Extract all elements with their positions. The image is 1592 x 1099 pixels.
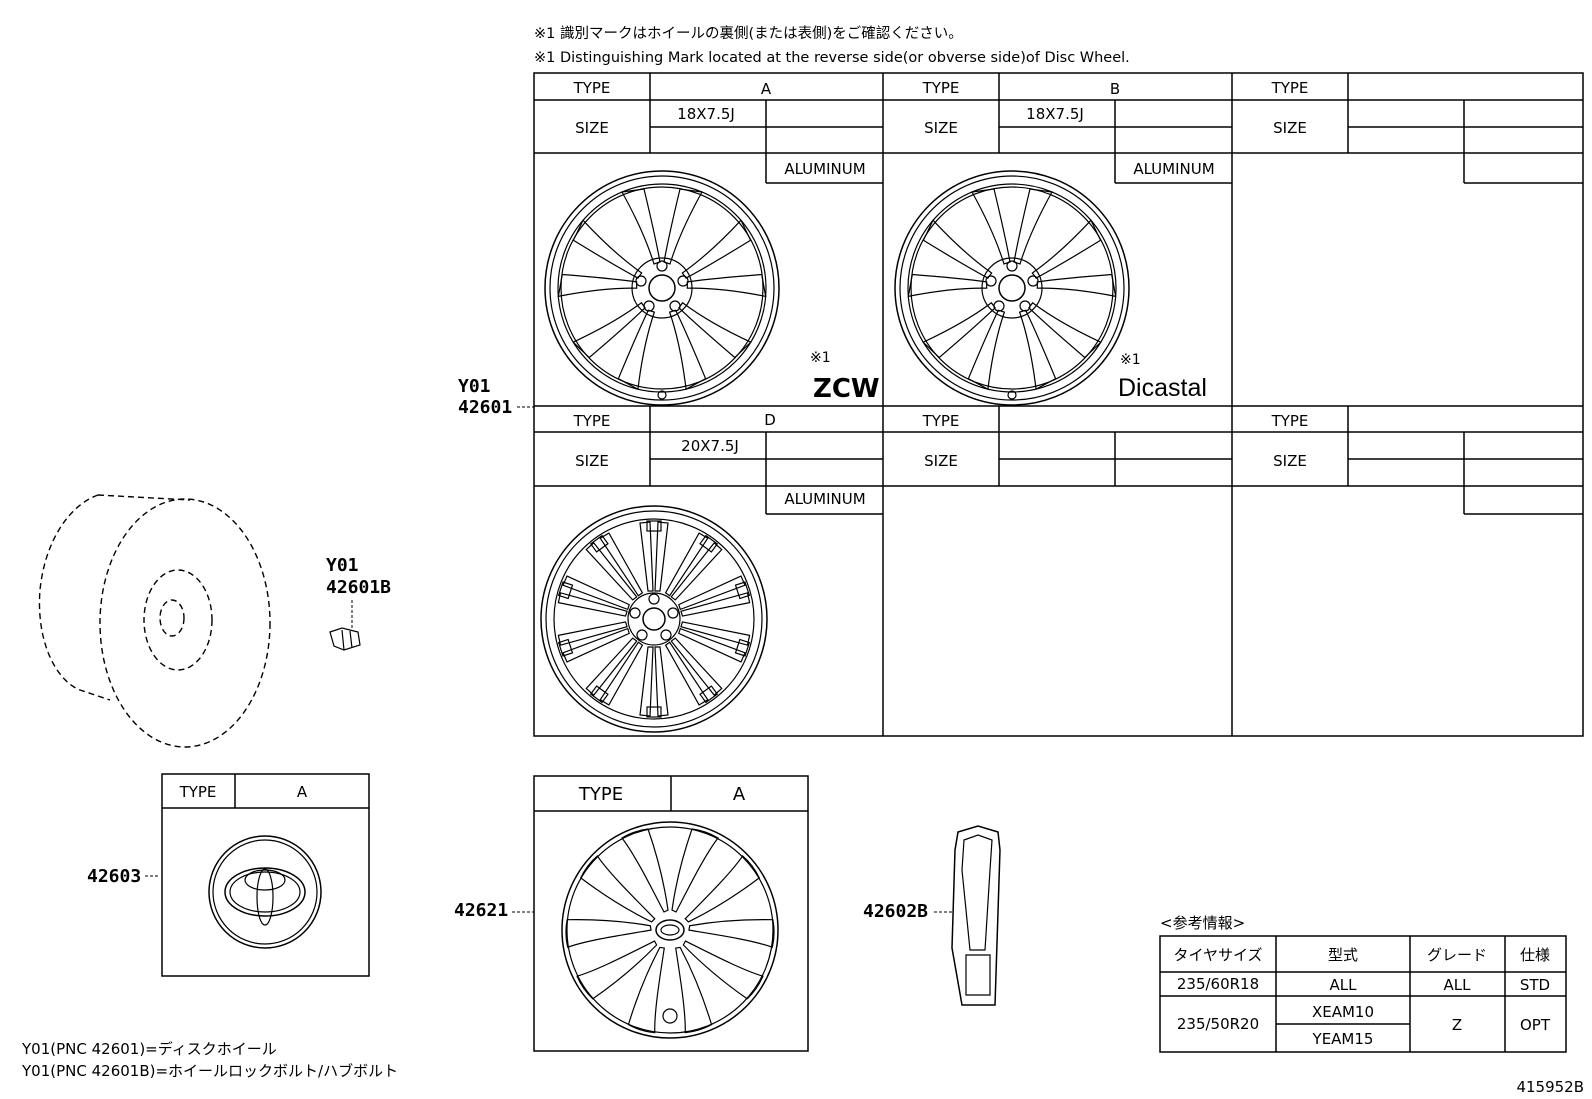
- balance-weight-icon: [951, 825, 1001, 1006]
- legend-line-1: Y01(PNC 42601)=ディスクホイール: [21, 1040, 277, 1058]
- ref-row2-model-2: YEAM15: [1312, 1030, 1374, 1048]
- ref-row1-model: ALL: [1330, 976, 1358, 994]
- callout-bolt-pnc: 42601B: [326, 577, 391, 598]
- type-label: TYPE: [922, 412, 960, 430]
- size-value-a: 18X7.5J: [677, 105, 735, 123]
- callout-ornament: 42603: [87, 866, 141, 887]
- type-value-b: B: [1110, 80, 1120, 98]
- callout-cap: 42621: [454, 900, 508, 921]
- size-label: SIZE: [575, 452, 609, 470]
- ref-header-grade: グレード: [1427, 946, 1487, 964]
- asterisk-b: ※1: [1120, 352, 1141, 368]
- ref-row1-tire: 235/60R18: [1177, 975, 1259, 993]
- size-label: SIZE: [924, 452, 958, 470]
- mark-dicastal: Dicastal: [1118, 374, 1207, 402]
- size-label: SIZE: [1273, 452, 1307, 470]
- reference-table: [1159, 935, 1567, 1053]
- wheel-d-drawing: [540, 505, 768, 733]
- callout-bolt-y01: Y01: [326, 555, 359, 576]
- material-b: ALUMINUM: [1133, 160, 1214, 178]
- cap-box: [533, 775, 809, 1052]
- callout-weight: 42602B: [863, 901, 928, 922]
- toyota-logo-icon: [208, 835, 322, 949]
- ref-row2-grade: Z: [1452, 1016, 1462, 1034]
- callout-wheel-y01: Y01: [458, 376, 491, 397]
- type-value-a: A: [761, 80, 772, 98]
- tire-drawing: [38, 494, 271, 748]
- type-label: TYPE: [1271, 412, 1309, 430]
- reference-title: <参考情報>: [1160, 914, 1245, 932]
- note-en: ※1 Distinguishing Mark located at the re…: [534, 50, 1130, 66]
- ornament-box: [161, 773, 370, 977]
- asterisk-a: ※1: [810, 350, 831, 366]
- ref-row1-grade: ALL: [1444, 976, 1472, 994]
- wheel-a-drawing: [544, 170, 780, 406]
- type-value-d: D: [764, 411, 776, 429]
- size-label: SIZE: [575, 119, 609, 137]
- size-value-b: 18X7.5J: [1026, 105, 1084, 123]
- type-label: TYPE: [922, 79, 960, 97]
- size-label: SIZE: [924, 119, 958, 137]
- material-d: ALUMINUM: [784, 490, 865, 508]
- material-a: ALUMINUM: [784, 160, 865, 178]
- wheel-b-drawing: [894, 170, 1130, 406]
- ref-row2-tire: 235/50R20: [1177, 1015, 1259, 1033]
- ref-header-spec: 仕様: [1520, 946, 1550, 964]
- type-label: TYPE: [573, 79, 611, 97]
- diagram-id: 415952B: [1516, 1078, 1584, 1096]
- legend-line-2: Y01(PNC 42601B)=ホイールロックボルト/ハブボルト: [21, 1062, 398, 1080]
- size-value-d: 20X7.5J: [681, 437, 739, 455]
- ornament-type-label: TYPE: [179, 783, 217, 801]
- ref-row2-spec: OPT: [1520, 1016, 1551, 1034]
- note-jp: ※1 識別マークはホイールの裏側(または表側)をご確認ください。: [534, 24, 963, 42]
- type-label: TYPE: [573, 412, 611, 430]
- lock-bolt-icon: [329, 600, 361, 651]
- wheel-table: [533, 72, 1584, 737]
- ref-header-model: 型式: [1328, 946, 1358, 964]
- ref-header-tire: タイヤサイズ: [1173, 946, 1262, 964]
- cap-type-value: A: [733, 784, 746, 805]
- type-label: TYPE: [1271, 79, 1309, 97]
- mark-zcw: ZCW: [813, 374, 880, 404]
- cap-type-label: TYPE: [578, 784, 623, 805]
- ref-row2-model-1: XEAM10: [1312, 1003, 1374, 1021]
- wheel-cap-drawing: [558, 821, 782, 1041]
- ornament-type-value: A: [297, 783, 308, 801]
- ref-row1-spec: STD: [1520, 976, 1550, 994]
- callout-wheel-pnc: 42601: [458, 397, 512, 418]
- size-label: SIZE: [1273, 119, 1307, 137]
